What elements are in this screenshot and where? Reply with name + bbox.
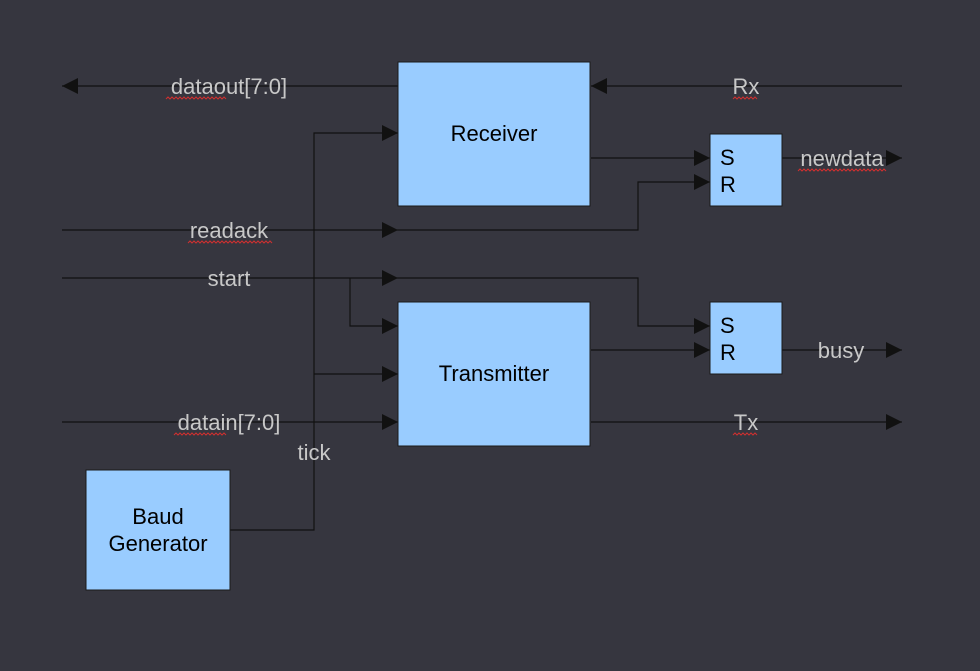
- transmitter-block: Transmitter: [397, 301, 591, 447]
- sr-latch-busy-s: S: [720, 313, 735, 338]
- start-to-sr-wire: [398, 277, 710, 334]
- tx-squiggle: [732, 432, 758, 436]
- signal-labels: dataout[7:0] Rx newdata readack start bu…: [171, 74, 884, 465]
- sr-latch-busy-r: R: [720, 340, 736, 365]
- rx-label: Rx: [733, 74, 760, 99]
- receiver-label: Receiver: [451, 121, 538, 146]
- sr-latch-newdata-box: [709, 133, 783, 207]
- datain-label: datain[7:0]: [178, 410, 281, 435]
- spellcheck-underlines: [165, 96, 887, 436]
- readack-squiggle: [187, 240, 273, 244]
- receiver-box: [397, 61, 591, 207]
- sr-latch-newdata: S R: [709, 133, 783, 207]
- readack-to-sr-wire: [398, 174, 710, 231]
- tick-label: tick: [298, 440, 332, 465]
- busy-label: busy: [818, 338, 864, 363]
- sr-latch-busy-box: [709, 301, 783, 375]
- dataout-label: dataout[7:0]: [171, 74, 287, 99]
- newdata-label: newdata: [800, 146, 884, 171]
- wires: [62, 78, 902, 531]
- baud-generator-label-line2: Generator: [108, 531, 207, 556]
- transmitter-box: [397, 301, 591, 447]
- dataout-squiggle: [165, 96, 227, 100]
- sr-latch-newdata-r: R: [720, 172, 736, 197]
- readack-label: readack: [190, 218, 269, 243]
- baud-generator-label-line1: Baud: [132, 504, 183, 529]
- tx-label: Tx: [734, 410, 758, 435]
- rx-squiggle: [732, 96, 758, 100]
- start-label: start: [208, 266, 251, 291]
- datain-squiggle: [173, 432, 227, 436]
- tick-wire: [230, 125, 398, 531]
- start-to-transmitter-wire: [349, 278, 398, 334]
- baud-generator-box: [85, 469, 231, 591]
- receiver-block: Receiver: [397, 61, 591, 207]
- newdata-squiggle: [797, 168, 887, 172]
- baud-generator-block: Baud Generator: [85, 469, 231, 591]
- sr-latch-busy: S R: [709, 301, 783, 375]
- sr-latch-newdata-s: S: [720, 145, 735, 170]
- transmitter-label: Transmitter: [439, 361, 549, 386]
